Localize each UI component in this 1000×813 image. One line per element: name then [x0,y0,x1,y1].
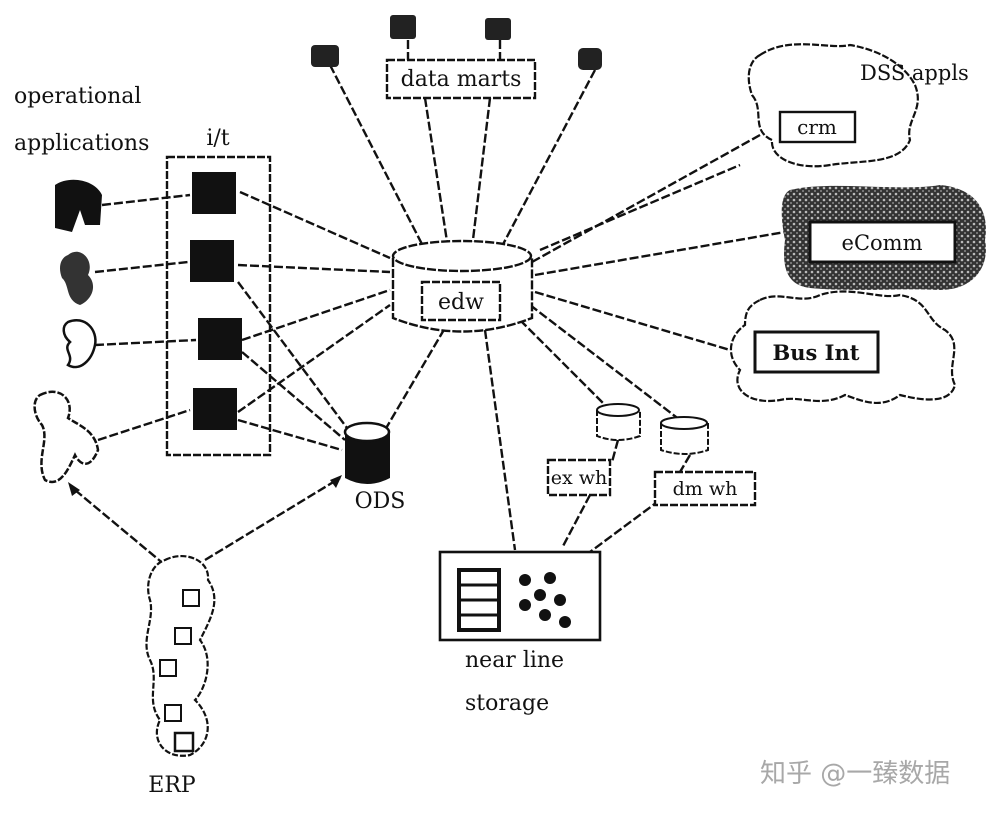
edw-cylinder [391,239,534,333]
dss-label: DSS appls [860,61,969,85]
watermark: 知乎 @一臻数据 [760,759,950,789]
ex-wh-label: ex wh [551,467,608,489]
it-box [165,155,272,457]
operational-label: operational [14,84,141,109]
optical-disk-icon [519,572,571,628]
data-marts-box [385,58,537,100]
data-mart-icon [485,18,511,40]
ex-wh-cylinder [596,403,641,441]
erp-module-icon [159,659,177,677]
erp-module-icon [164,704,182,722]
it-system-icon [193,388,237,430]
data-mart-icon [311,45,339,67]
application-blob-icon [55,179,102,232]
ods-label: ODS [355,489,406,514]
data-marts-label: data marts [401,67,522,92]
dm-wh-cylinder [660,416,709,455]
bus-int-box [753,330,880,374]
dm-wh-label: dm wh [673,478,738,500]
edw-label: edw [438,290,484,315]
applications-label: applications [14,131,149,156]
bus-int-label: Bus Int [773,340,860,365]
ecomm-label: eComm [842,231,923,255]
crm-box [778,110,857,144]
it-label: i/t [206,126,229,151]
erp-label: ERP [148,773,196,798]
data-mart-icon [390,15,416,39]
ecomm-box [808,220,957,264]
storage-label: storage [465,691,549,716]
erp-module-icon [174,627,192,645]
it-system-icon [192,172,236,214]
dm-wh-box [653,470,757,507]
near-line-label: near line [465,648,564,673]
ods-cylinder [343,421,391,484]
erp-module-icon [173,731,195,753]
application-blob-icon [62,319,97,369]
application-blob-icon [33,390,100,484]
erp-blob [145,555,216,757]
data-mart-icon [578,48,602,70]
tape-stack-icon [457,568,501,632]
ex-wh-box [546,458,612,497]
crm-label: crm [797,115,837,139]
erp-module-icon [182,589,200,607]
application-blob-icon [60,251,94,305]
it-system-icon [198,318,242,360]
data-mart-icons [311,15,602,70]
connector-lines [74,40,786,566]
it-system-icon [190,240,234,282]
